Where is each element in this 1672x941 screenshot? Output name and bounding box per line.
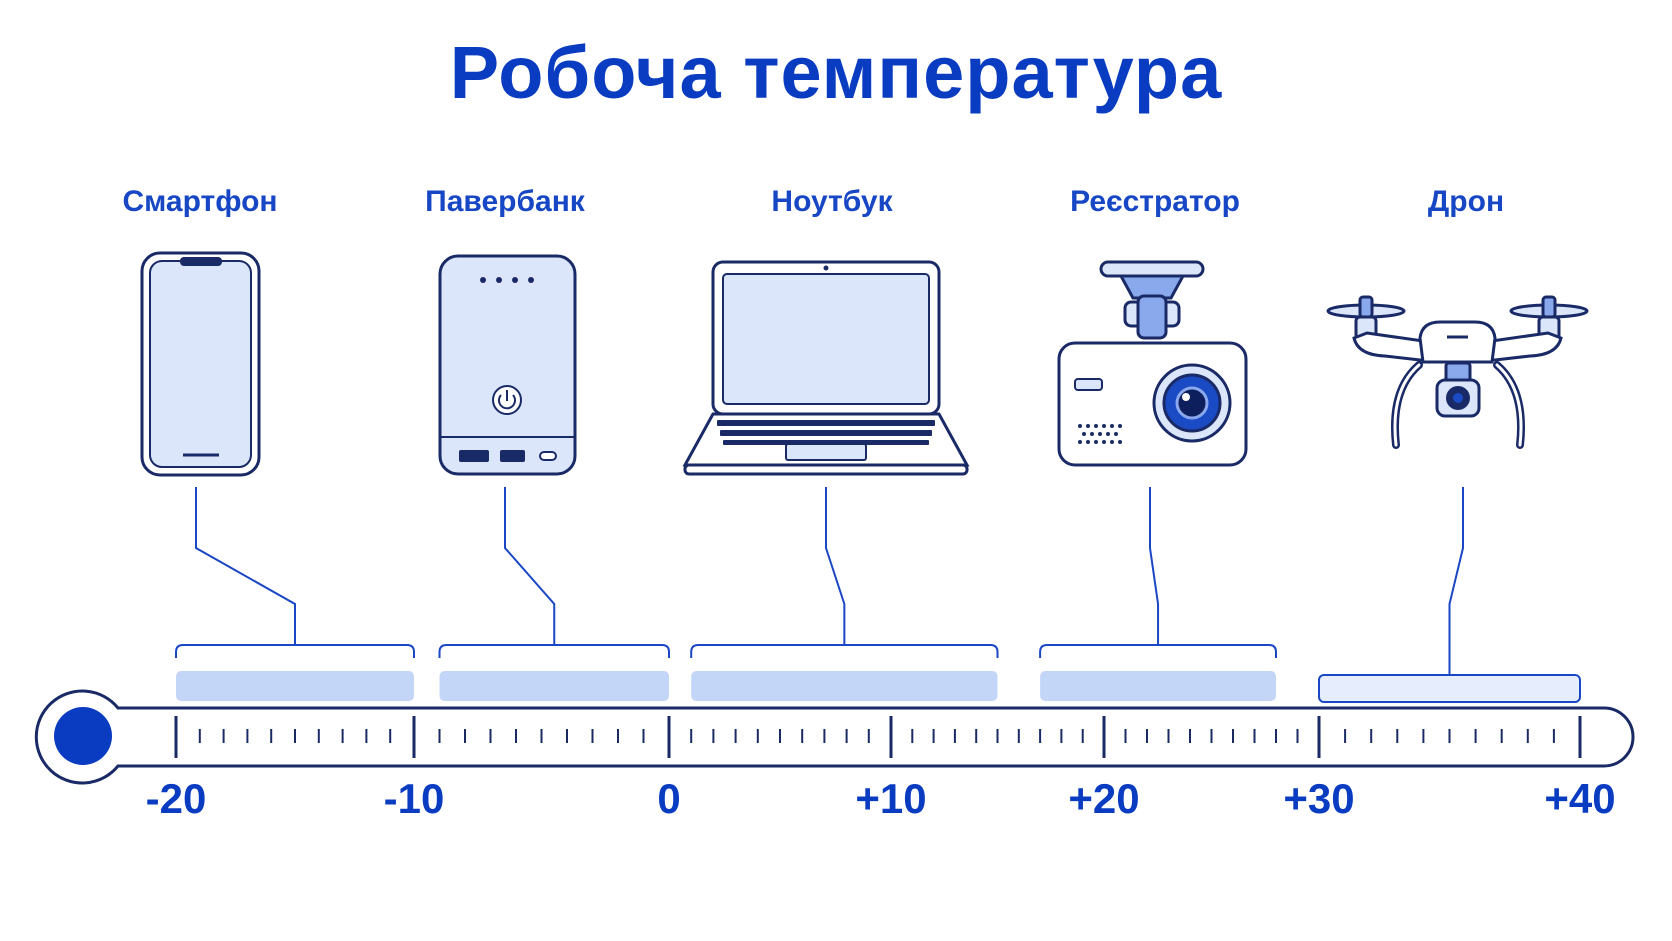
range-groups <box>175 487 1581 703</box>
range-smartphone <box>175 487 415 701</box>
device-label-powerbank: Павербанк <box>425 185 585 218</box>
tick-label: +10 <box>855 775 927 822</box>
range-bracket <box>438 644 670 658</box>
range-dashcam <box>1039 487 1277 701</box>
device-label-smartphone: Смартфон <box>122 185 278 218</box>
leader-line <box>1448 487 1464 675</box>
leader-line <box>1149 487 1160 645</box>
dashcam-icon <box>1057 260 1248 467</box>
major-ticks <box>174 716 1582 758</box>
tick-label: +40 <box>1544 775 1616 822</box>
range-bracket <box>175 644 415 658</box>
range-band <box>691 671 998 701</box>
range-drone <box>1318 487 1581 703</box>
range-band <box>1040 671 1276 701</box>
tick-label: +30 <box>1283 775 1355 822</box>
leader-line <box>825 487 846 645</box>
powerbank-icon <box>438 254 577 476</box>
range-laptop <box>690 487 999 701</box>
range-bracket <box>690 644 999 658</box>
range-powerbank <box>438 487 670 701</box>
thermometer <box>34 689 1635 785</box>
drone-icon <box>1326 295 1589 449</box>
range-band <box>1318 674 1581 703</box>
laptop-icon <box>682 260 970 476</box>
minor-ticks <box>198 729 1555 743</box>
tick-label: +20 <box>1068 775 1140 822</box>
device-label-drone: Дрон <box>1427 185 1505 218</box>
range-band <box>176 671 414 701</box>
smartphone-icon <box>140 251 261 477</box>
range-bracket <box>1039 644 1277 658</box>
tick-label: -20 <box>145 775 207 822</box>
leader-line <box>195 487 296 645</box>
leader-line <box>504 487 556 645</box>
page-title: Робоча температура <box>449 31 1223 114</box>
tick-label: 0 <box>657 775 681 822</box>
device-label-laptop: Ноутбук <box>771 185 893 218</box>
tick-label: -10 <box>383 775 445 822</box>
device-label-dashcam: Реєстратор <box>1070 185 1240 218</box>
range-band <box>439 671 669 701</box>
